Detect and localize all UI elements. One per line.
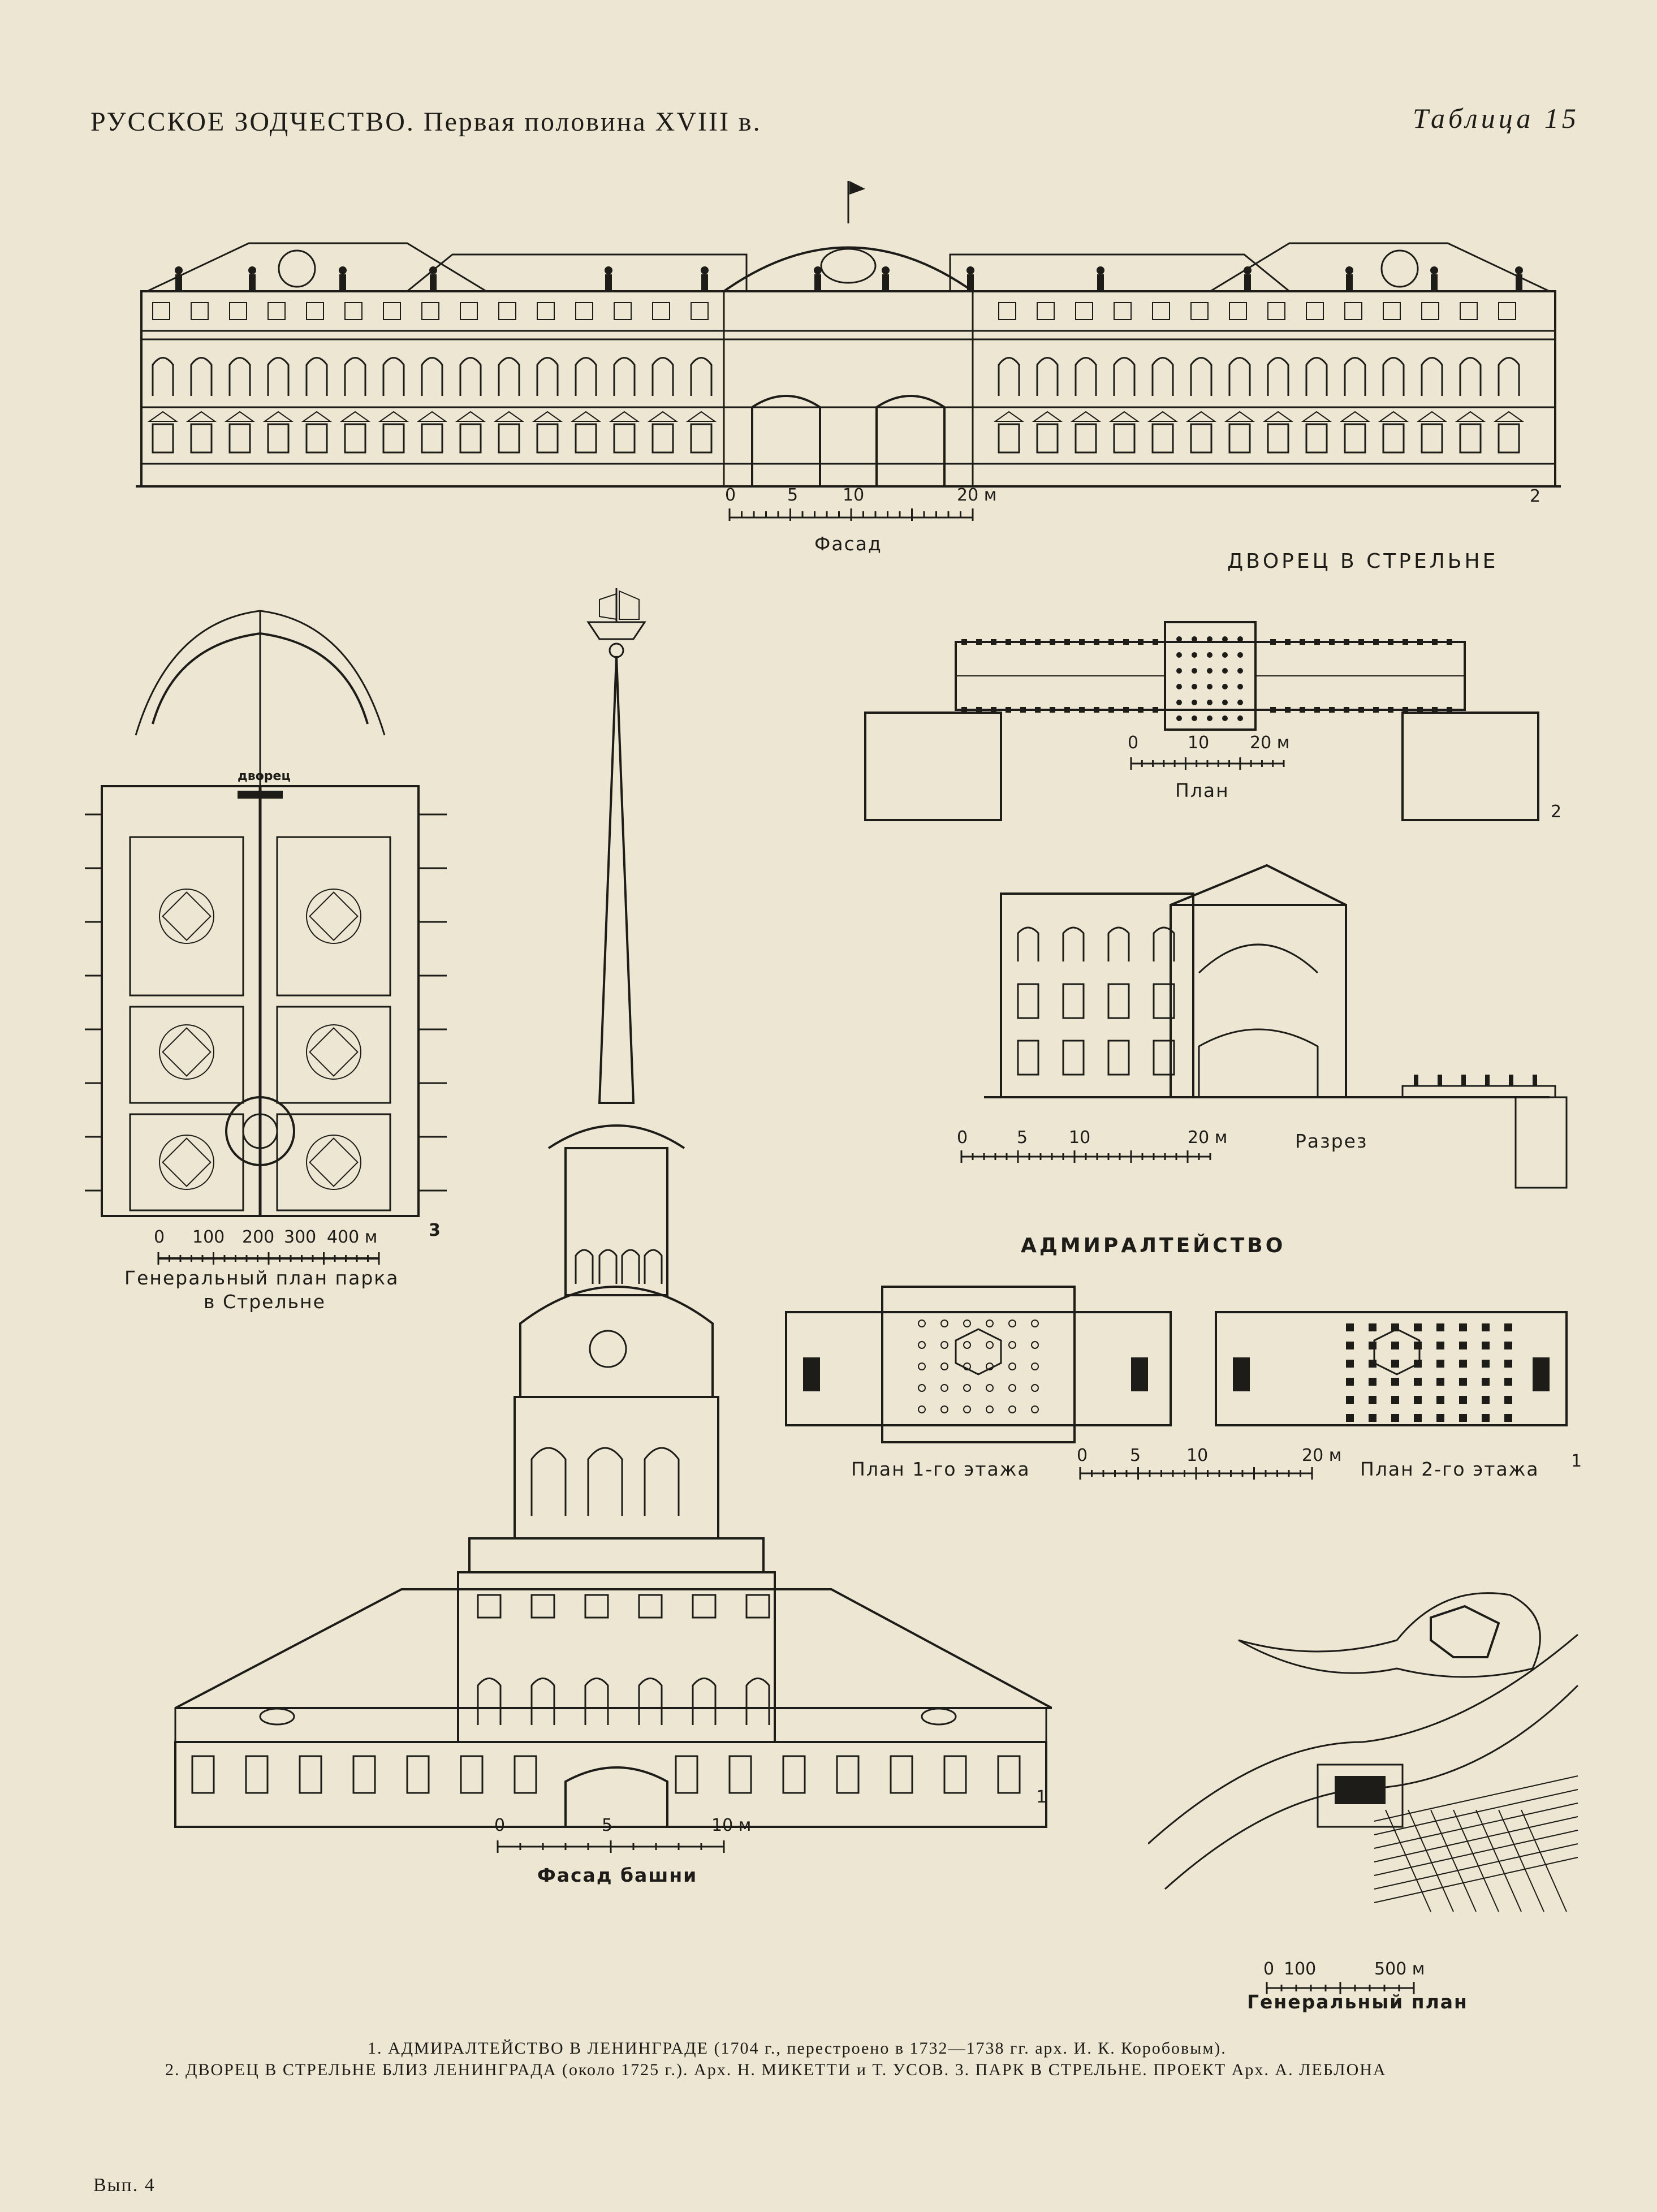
adm-plan-scale-5: 5 <box>1130 1446 1141 1465</box>
park-scale-400: 400 м <box>327 1227 378 1247</box>
general-plan-scale-0: 0 <box>1263 1959 1275 1979</box>
section-scale-0: 0 <box>957 1128 968 1148</box>
section-scale-bar <box>960 1150 1211 1163</box>
strelna-palace-plan-drawing <box>864 621 1539 821</box>
park-scale-200: 200 <box>242 1227 275 1247</box>
adm-plan-scale-10: 10 <box>1186 1446 1209 1465</box>
strelna-palace-section-drawing <box>984 864 1568 1189</box>
plan-label: План <box>1175 779 1229 801</box>
facade-scale-bar <box>728 508 974 521</box>
admiralty-plan2-label: План 2-го этажа <box>1360 1458 1539 1480</box>
admiralty-tower-facade-drawing <box>174 588 1052 1828</box>
plate-number: Таблица 15 <box>1413 102 1580 134</box>
section-scale-10: 10 <box>1069 1128 1091 1148</box>
park-scale-100: 100 <box>192 1227 225 1247</box>
facade-scale-5: 5 <box>787 485 799 505</box>
general-plan-scale-bar <box>1266 1982 1415 1994</box>
issue-number: Вып. 4 <box>93 2175 156 2196</box>
caption-line-2: 2. ДВОРЕЦ В СТРЕЛЬНЕ БЛИЗ ЛЕНИНГРАДА (ок… <box>165 2060 1387 2079</box>
page-header-title: РУССКОЕ ЗОДЧЕСТВО. Первая половина XVIII… <box>90 107 762 137</box>
tower-label: Фасад башни <box>537 1864 698 1886</box>
tower-scale-5: 5 <box>602 1816 613 1835</box>
adm-plan-scale-0: 0 <box>1077 1446 1088 1465</box>
facade-figure-number: 2 <box>1530 486 1541 506</box>
admiralty-title: АДМИРАЛТЕЙСТВО <box>1021 1234 1286 1257</box>
facade-scale-10: 10 <box>843 485 865 505</box>
admiralty-general-plan-map <box>1148 1592 1579 1912</box>
admiralty-plans-scale-bar <box>1079 1467 1313 1480</box>
admiralty-plan1-label: План 1-го этажа <box>851 1458 1030 1480</box>
park-caption-line2: в Стрельне <box>204 1291 326 1313</box>
tower-scale-bar <box>497 1840 725 1853</box>
strelna-palace-facade-drawing <box>136 181 1561 488</box>
tower-scale-10: 10 м <box>711 1816 752 1835</box>
caption-line-1: 1. АДМИРАЛТЕЙСТВО В ЛЕНИНГРАДЕ (1704 г.,… <box>368 2039 1227 2058</box>
park-caption-line1: Генеральный план парка <box>124 1267 399 1289</box>
strelna-park-plan-drawing <box>85 610 447 1217</box>
plan-figure-number: 2 <box>1551 802 1562 822</box>
plan-scale-10: 10 <box>1188 733 1210 753</box>
park-scale-bar <box>157 1252 380 1265</box>
section-scale-20: 20 м <box>1188 1128 1228 1148</box>
palace-plan-scale-bar <box>1130 757 1285 770</box>
adm-plan-scale-20: 20 м <box>1302 1446 1342 1465</box>
general-plan-label: Генеральный план <box>1247 1991 1468 2013</box>
plan-scale-0: 0 <box>1128 733 1139 753</box>
plan-scale-20: 20 м <box>1250 733 1290 753</box>
park-scale-300: 300 <box>284 1227 317 1247</box>
park-scale-0: 0 <box>154 1227 165 1247</box>
admiralty-plans-drawing <box>785 1286 1568 1443</box>
section-scale-5: 5 <box>1017 1128 1028 1148</box>
admiralty-plans-number: 1 <box>1571 1451 1582 1471</box>
park-figure-number: 3 <box>429 1221 441 1240</box>
park-palace-label: дворец <box>238 769 291 783</box>
facade-label: Фасад <box>814 533 882 555</box>
tower-scale-0: 0 <box>494 1816 506 1835</box>
tower-figure-number: 1 <box>1036 1787 1047 1807</box>
general-plan-scale-500: 500 м <box>1374 1959 1425 1979</box>
general-plan-scale-100: 100 <box>1284 1959 1317 1979</box>
section-label: Разрез <box>1295 1130 1368 1152</box>
strelna-palace-title: ДВОРЕЦ В СТРЕЛЬНЕ <box>1227 550 1499 573</box>
facade-scale-0: 0 <box>725 485 736 505</box>
facade-scale-20: 20 м <box>957 485 997 505</box>
